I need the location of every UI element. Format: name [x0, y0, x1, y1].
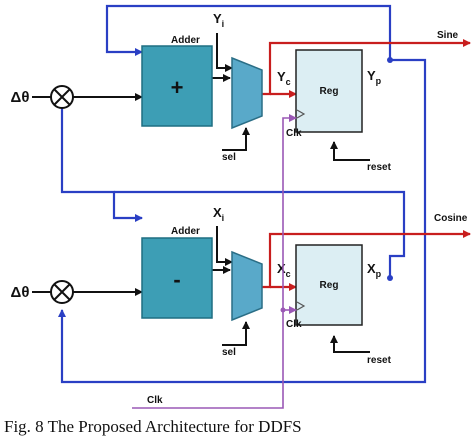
cosine-mux-output-label: Xc [277, 261, 291, 279]
sine-reset-label: reset [367, 162, 392, 173]
cosine-junction-dot [387, 275, 393, 281]
cosine-delta-theta-label: Δθ [11, 284, 30, 301]
cosine-output-wires [262, 230, 471, 291]
cosine-reg-output-label: Xp [367, 261, 382, 279]
cosine-adder-block [141, 237, 213, 319]
cosine-adder-operator: - [173, 267, 180, 292]
sine-signal-wires [32, 33, 370, 161]
sine-multiplier [50, 85, 74, 109]
cosine-reset-label: reset [367, 355, 392, 366]
clk-input-label: Clk [147, 395, 163, 406]
cosine-register [295, 244, 363, 326]
sine-mux [231, 56, 263, 130]
figure-caption: Fig. 8 The Proposed Architecture for DDF… [4, 417, 302, 436]
cosine-reg-label: Reg [320, 280, 339, 291]
sine-mux-output-label: Yc [277, 69, 291, 87]
cosine-channel: Δθ Adder - Xi Xc sel Reg Clk reset Xp Co… [11, 190, 471, 366]
cosine-output-label: Cosine [434, 213, 468, 224]
sine-output-label: Sine [437, 30, 459, 41]
sine-output-wires [262, 39, 471, 98]
sine-delta-theta-label: Δθ [11, 89, 30, 106]
sine-adder-title: Adder [171, 35, 200, 46]
cosine-clk-label: Clk [286, 319, 302, 330]
sine-reg-output-label: Yp [367, 68, 382, 86]
cosine-mux-input-label: Xi [213, 205, 224, 223]
sine-reg-label: Reg [320, 86, 339, 97]
sine-channel: Δθ Adder + Yi Yc sel Reg Clk reset Yp Si… [11, 4, 471, 384]
sine-adder-operator: + [171, 75, 184, 100]
sine-mux-input-label: Yi [213, 11, 224, 29]
cosine-multiplier [50, 280, 74, 304]
cosine-signal-wires [32, 226, 370, 353]
cosine-mux [231, 250, 263, 322]
cosine-sel-label: sel [222, 347, 236, 358]
sine-junction-dot [387, 57, 393, 63]
sine-sel-label: sel [222, 152, 236, 163]
sine-clk-label: Clk [286, 128, 302, 139]
sine-adder-block [141, 45, 213, 127]
cosine-feedback-wires [114, 190, 406, 278]
clock-junction-dot [280, 307, 286, 313]
sine-register [295, 49, 363, 133]
cosine-adder-title: Adder [171, 226, 200, 237]
